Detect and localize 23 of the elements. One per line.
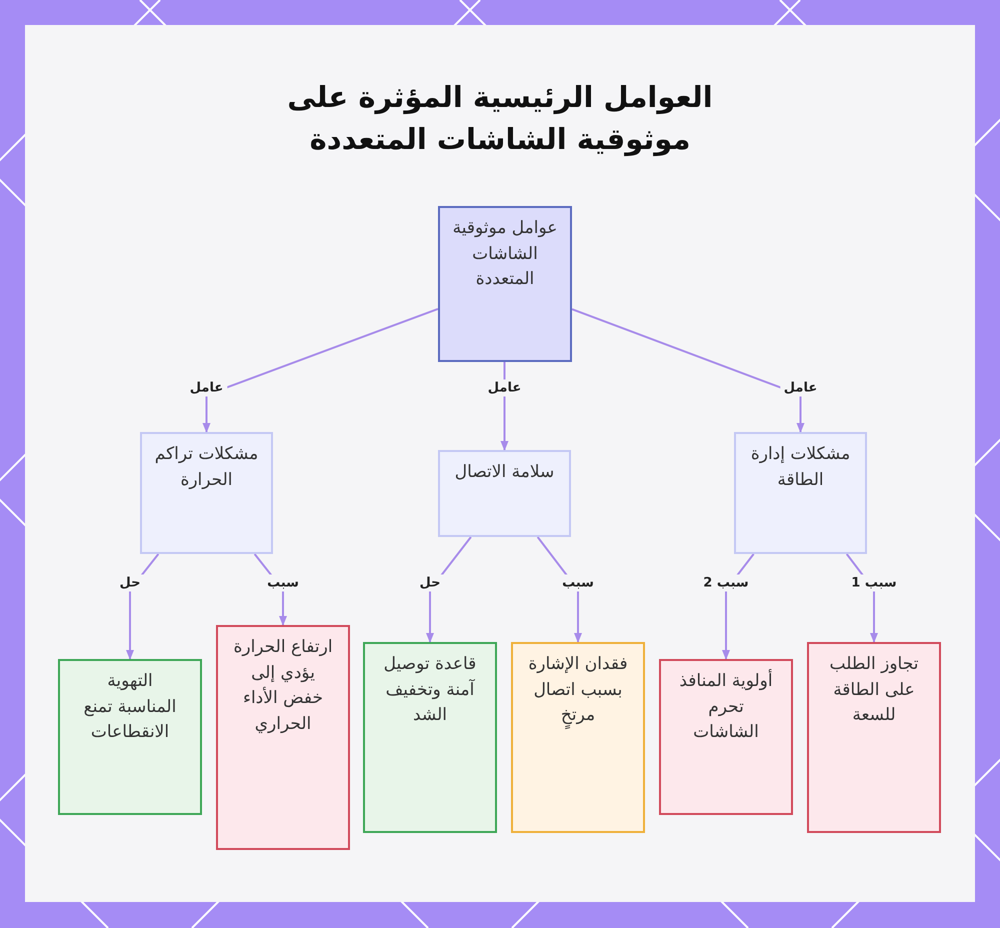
factor-box: [438, 450, 571, 537]
node-label: مشكلات تراكم الحرارة: [154, 443, 260, 492]
cause-box: [511, 642, 645, 833]
cause-box: [216, 625, 350, 850]
cause-box: [659, 659, 793, 815]
node-label: ارتفاع الحرارة يؤدي إلى خفض الأداء الحراري: [232, 636, 334, 736]
node-label: فقدان الإشارة بسبب اتصال مرتخٍ: [525, 652, 631, 728]
node-label: قاعدة توصيل آمنة وتخفيف الشد: [382, 653, 478, 727]
node-label: مشكلات إدارة الطاقة: [750, 443, 852, 492]
diagram-title: العوامل الرئيسية المؤثرة على موثوقية الشاشات المتعددة: [286, 79, 714, 158]
node-label: أولوية المنافذ تحرم الشاشات: [678, 669, 774, 744]
node-label: التهوية المناسبة تمنع الانقطاعات: [82, 670, 178, 744]
factor-box: [140, 432, 273, 554]
node-label: عوامل موثوقية الشاشات المتعددة: [452, 217, 558, 291]
topic-box: [438, 206, 572, 362]
node-label: سلامة الاتصال: [454, 461, 554, 484]
solution-box: [363, 642, 497, 833]
connector-arrow: [572, 308, 804, 433]
cause-box: [807, 642, 941, 833]
factor-box: [734, 432, 867, 554]
node-label: تجاوز الطلب على الطاقة للسعة: [828, 653, 920, 727]
connector-arrow: [202, 308, 438, 433]
solution-box: [58, 659, 202, 815]
